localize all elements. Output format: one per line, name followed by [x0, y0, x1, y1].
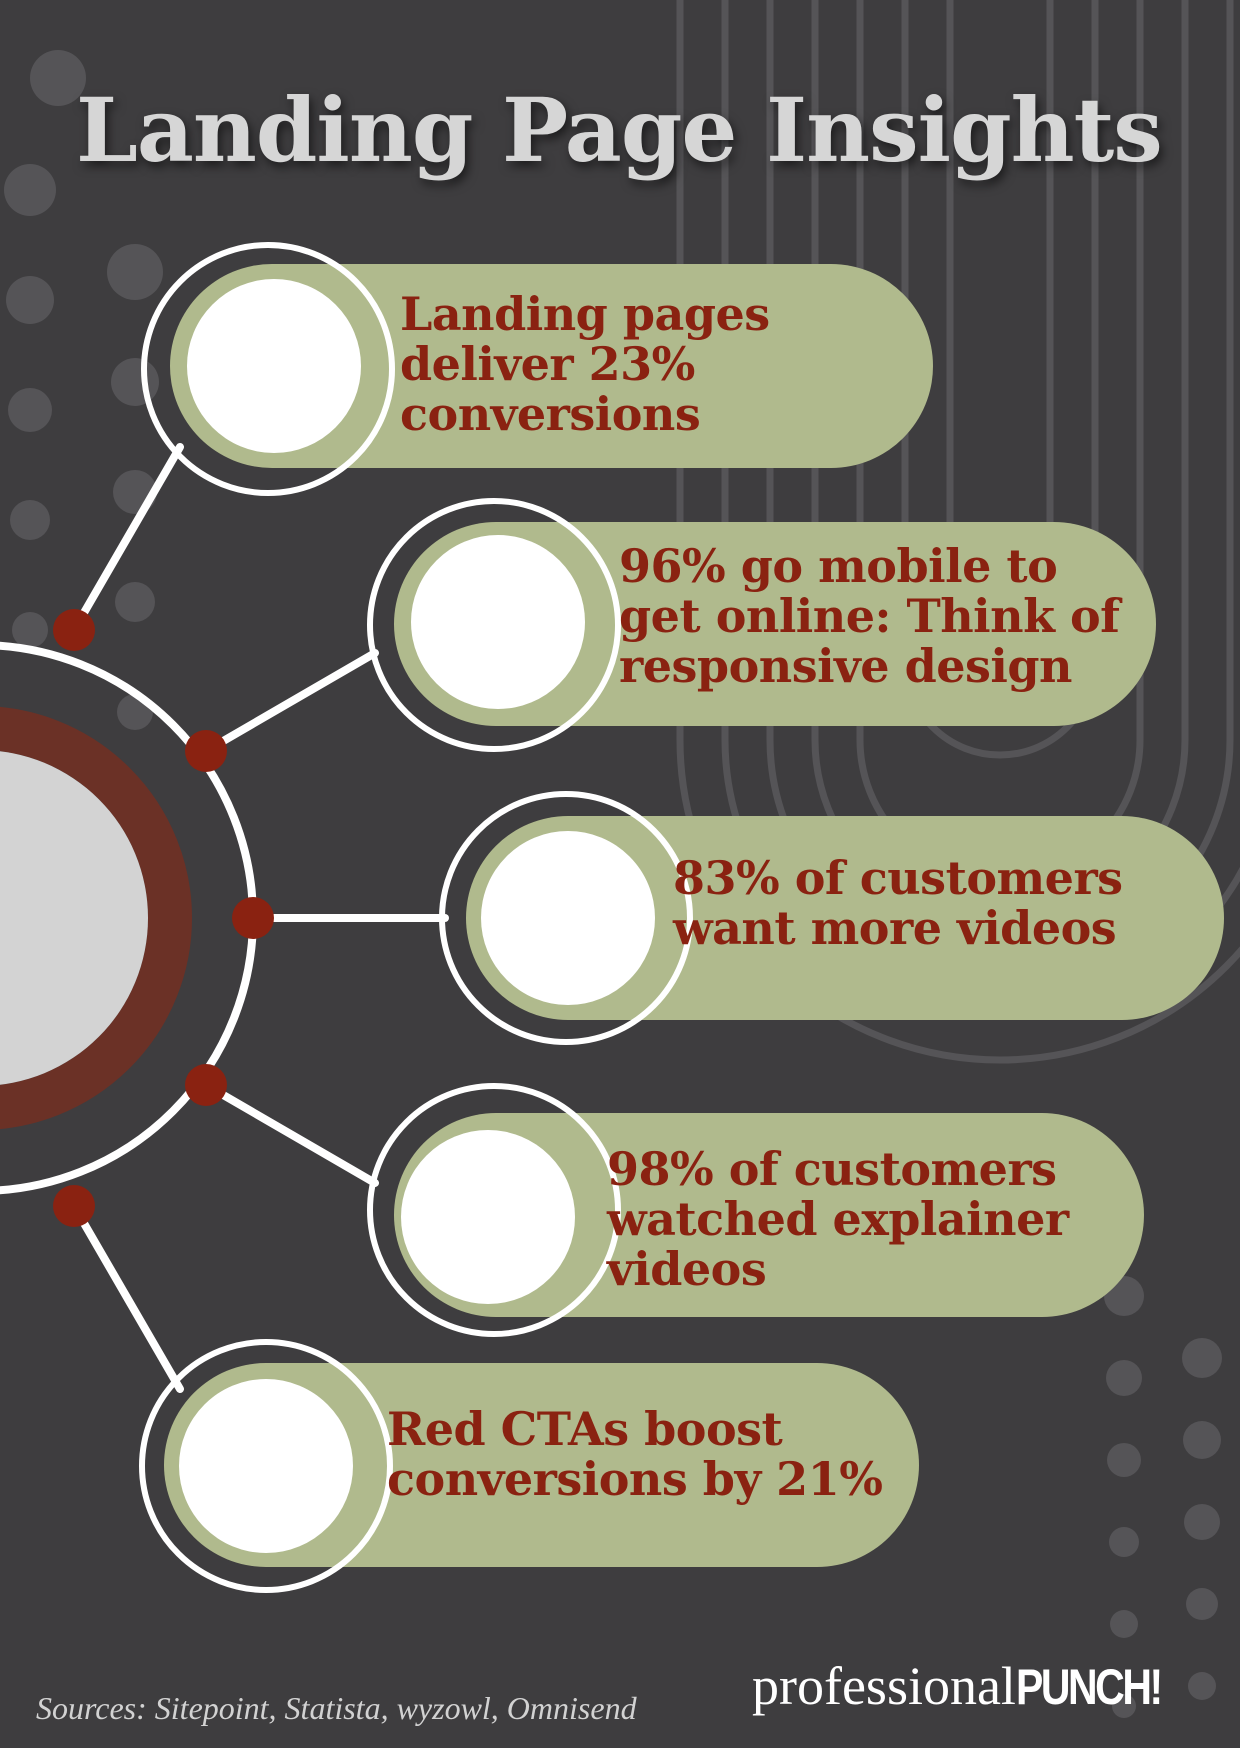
dots-decoration-right — [1104, 1276, 1222, 1718]
node-4 — [185, 1064, 227, 1106]
sources-text: Sources: Sitepoint, Statista, wyzowl, Om… — [36, 1690, 637, 1726]
brand-logo-part1: professional — [752, 1656, 1016, 1716]
node-2 — [185, 730, 227, 772]
connector-lines — [70, 443, 449, 1393]
connector-nodes — [53, 609, 274, 1227]
insight-text-3: 83% of customers want more videos — [673, 851, 1123, 955]
insight-text-5: Red CTAs boost conversions by 21% — [387, 1402, 883, 1506]
insight-circle-1 — [187, 279, 361, 453]
insight-text-4: 98% of customers watched explainer video… — [607, 1142, 1069, 1296]
node-3 — [232, 897, 274, 939]
brand-logo: professionalPUNCH! — [752, 1655, 1192, 1717]
node-1 — [53, 609, 95, 651]
insight-circle-3 — [481, 831, 655, 1005]
insight-circle-4 — [401, 1130, 575, 1304]
brand-logo-part2: PUNCH! — [1015, 1659, 1163, 1715]
hub-circle — [0, 751, 148, 1085]
insight-text-2: 96% go mobile to get online: Think of re… — [619, 539, 1120, 693]
page-title: Landing Page Insights — [76, 78, 1163, 182]
hub-ring-brown — [0, 707, 192, 1129]
node-5 — [53, 1185, 95, 1227]
insight-circle-5 — [179, 1379, 353, 1553]
insight-circle-2 — [411, 535, 585, 709]
insight-text-1: Landing pages deliver 23% conversions — [400, 287, 770, 441]
